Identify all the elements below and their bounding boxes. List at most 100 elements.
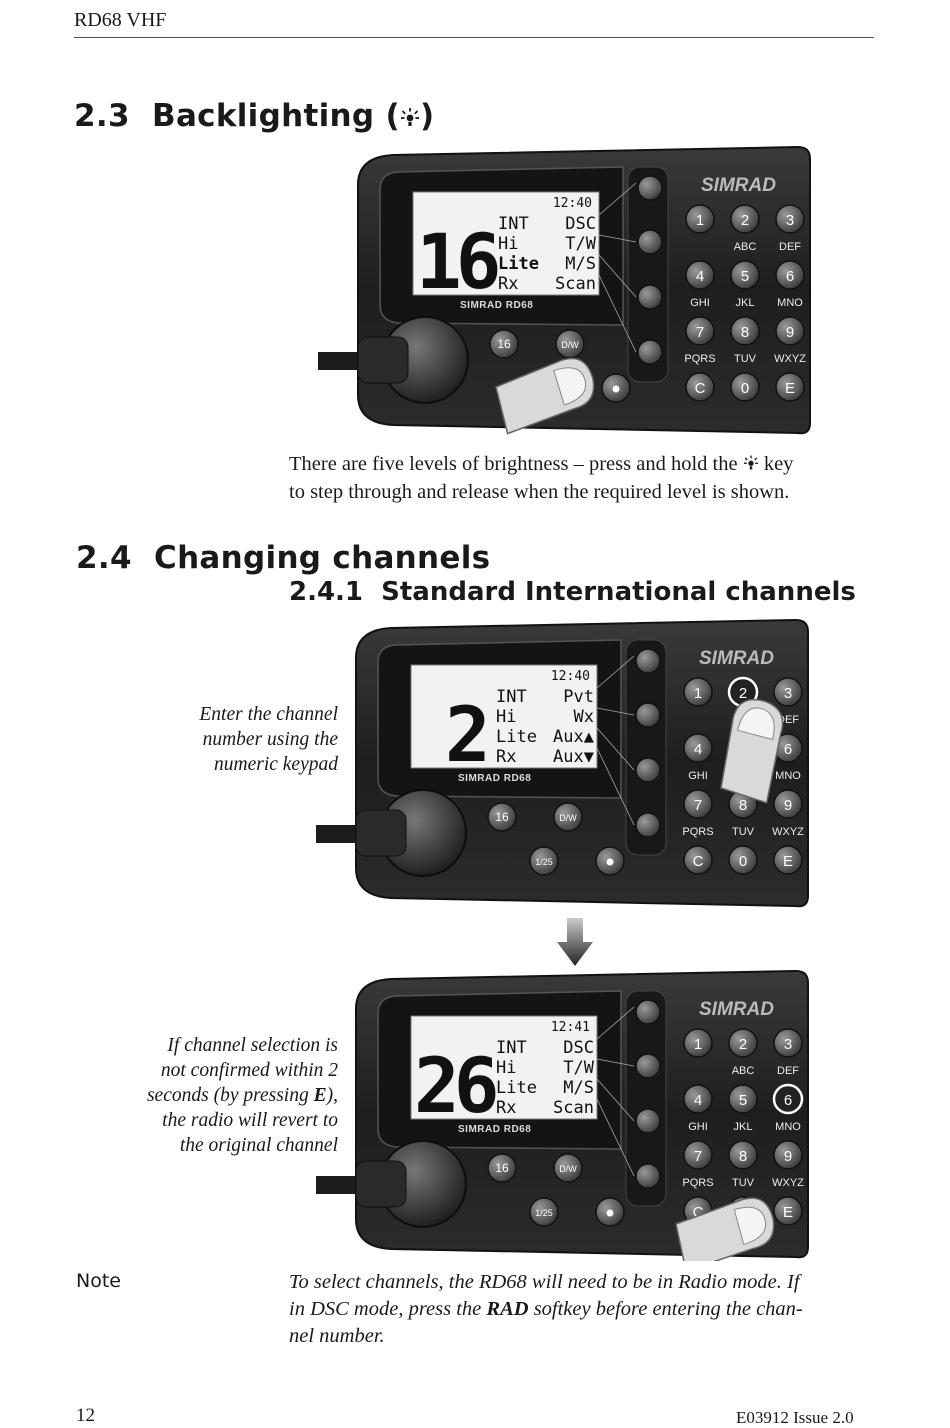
keypad-key-6[interactable]: [772, 1083, 804, 1115]
softkey-button[interactable]: [635, 648, 661, 674]
keypad-key-E[interactable]: [775, 372, 805, 402]
softkey-button[interactable]: [635, 812, 661, 838]
keypad-digit: 7: [696, 324, 704, 341]
softkey-leader: [596, 1006, 635, 1040]
keypad-key-3[interactable]: [773, 1028, 803, 1058]
key-1-25-label: 1/25: [535, 857, 553, 867]
keypad-key-4[interactable]: [685, 260, 715, 290]
keypad-key-E[interactable]: [773, 1196, 803, 1226]
backlight-key-icon: [612, 385, 620, 393]
key-16-label: 16: [497, 337, 511, 351]
softkey-button[interactable]: [637, 229, 663, 255]
key-16[interactable]: [487, 802, 517, 832]
softkey-leader: [598, 274, 637, 353]
lcd-channel-number: 26: [414, 1041, 496, 1130]
key-16[interactable]: [487, 1153, 517, 1183]
note-label: Note: [76, 1270, 121, 1292]
keypad-key-4[interactable]: [683, 1084, 713, 1114]
keypad-key-0[interactable]: [728, 845, 758, 875]
softkey-button[interactable]: [635, 1108, 661, 1134]
keypad-digit: 4: [696, 268, 704, 285]
softkey-button[interactable]: [637, 284, 663, 310]
softkey-leader: [596, 1058, 635, 1067]
brand-logo: SIMRAD: [699, 999, 774, 1020]
keypad-digit: 6: [786, 268, 794, 285]
keypad-key-7[interactable]: [683, 1140, 713, 1170]
key-dual-watch-label: D/W: [559, 813, 577, 823]
keypad-letters: PQRS: [682, 1177, 713, 1189]
softkey-button[interactable]: [635, 702, 661, 728]
keypad-key-7[interactable]: [685, 316, 715, 346]
body-line-1: There are five levels of brightness – pr…: [289, 453, 738, 475]
softkey-button[interactable]: [635, 999, 661, 1025]
keypad-digit: 9: [784, 1148, 792, 1165]
key-dual-watch[interactable]: [553, 1153, 583, 1183]
keypad-key-8[interactable]: [728, 1140, 758, 1170]
softkey-button[interactable]: [635, 757, 661, 783]
lcd-softkey-label: Scan: [553, 1098, 594, 1118]
keypad-key-5[interactable]: [728, 1084, 758, 1114]
keypad-key-0[interactable]: [730, 372, 760, 402]
key-dual-watch-label: D/W: [561, 340, 579, 350]
model-label: SIMRAD RD68: [458, 1124, 531, 1135]
key-1-25[interactable]: [529, 846, 559, 876]
keypad-key-9[interactable]: [775, 316, 805, 346]
keypad-key-2[interactable]: [730, 204, 760, 234]
caption-line: number using the: [202, 729, 338, 750]
lcd-status-left: Lite: [496, 727, 537, 747]
down-arrow-icon: [557, 918, 593, 966]
keypad-digit: 7: [694, 1148, 702, 1165]
keypad-key-2[interactable]: [728, 1028, 758, 1058]
keypad-key-8[interactable]: [730, 316, 760, 346]
keypad-key-1[interactable]: [683, 677, 713, 707]
keypad-digit: 3: [784, 1036, 792, 1053]
keypad-key-1[interactable]: [685, 204, 715, 234]
keypad-letters: JKL: [736, 297, 755, 309]
softkey-button[interactable]: [637, 339, 663, 365]
brand-logo: SIMRAD: [701, 175, 776, 196]
keypad-letters: MNO: [775, 770, 801, 782]
keypad-key-4[interactable]: [683, 733, 713, 763]
lcd-status-left: INT: [496, 687, 527, 707]
lcd-time: 12:41: [551, 1020, 590, 1035]
keypad-key-7[interactable]: [683, 789, 713, 819]
keypad-key-C[interactable]: [683, 845, 713, 875]
lcd-softkey-label: DSC: [565, 214, 596, 234]
keypad-key-3[interactable]: [775, 204, 805, 234]
lcd-time: 12:40: [553, 196, 592, 211]
lcd-status-left: Hi: [496, 707, 516, 727]
keypad-key-5[interactable]: [730, 260, 760, 290]
keypad-key-3[interactable]: [773, 677, 803, 707]
key-1-25[interactable]: [529, 1197, 559, 1227]
finger-illustration: [675, 1197, 775, 1261]
softkey-button[interactable]: [637, 175, 663, 201]
key-dual-watch[interactable]: [553, 802, 583, 832]
cable-boot: [357, 336, 409, 384]
keypad-key-9[interactable]: [773, 1140, 803, 1170]
keypad-key-E[interactable]: [773, 845, 803, 875]
keypad-key-C[interactable]: [685, 372, 715, 402]
softkey-button[interactable]: [635, 1053, 661, 1079]
body-line-1-end: key: [763, 453, 794, 475]
lcd-softkey-label: Aux▲: [553, 727, 595, 747]
section-number: 2.4: [76, 540, 132, 576]
keypad-key-1[interactable]: [683, 1028, 713, 1058]
lcd-softkey-label: T/W: [565, 234, 596, 254]
keypad-digit: 8: [741, 324, 749, 341]
cable-boot: [355, 1160, 407, 1208]
lcd-channel-number: 16: [416, 217, 498, 306]
softkey-leader: [596, 747, 635, 826]
keypad-key-6[interactable]: [775, 260, 805, 290]
key-16-label: 16: [495, 1161, 509, 1175]
page-number: 12: [76, 1405, 95, 1426]
softkey-button[interactable]: [635, 1163, 661, 1189]
softkey-leader: [598, 254, 637, 298]
caption-revert: If channel selection is not confirmed wi…: [78, 1033, 338, 1158]
keypad-key-9[interactable]: [773, 789, 803, 819]
keypad-letters: PQRS: [684, 353, 715, 365]
lcd-status-left: Hi: [498, 234, 518, 254]
softkey-leader: [596, 1078, 635, 1122]
key-1-25-label: 1/25: [535, 1208, 553, 1218]
key-16[interactable]: [489, 329, 519, 359]
